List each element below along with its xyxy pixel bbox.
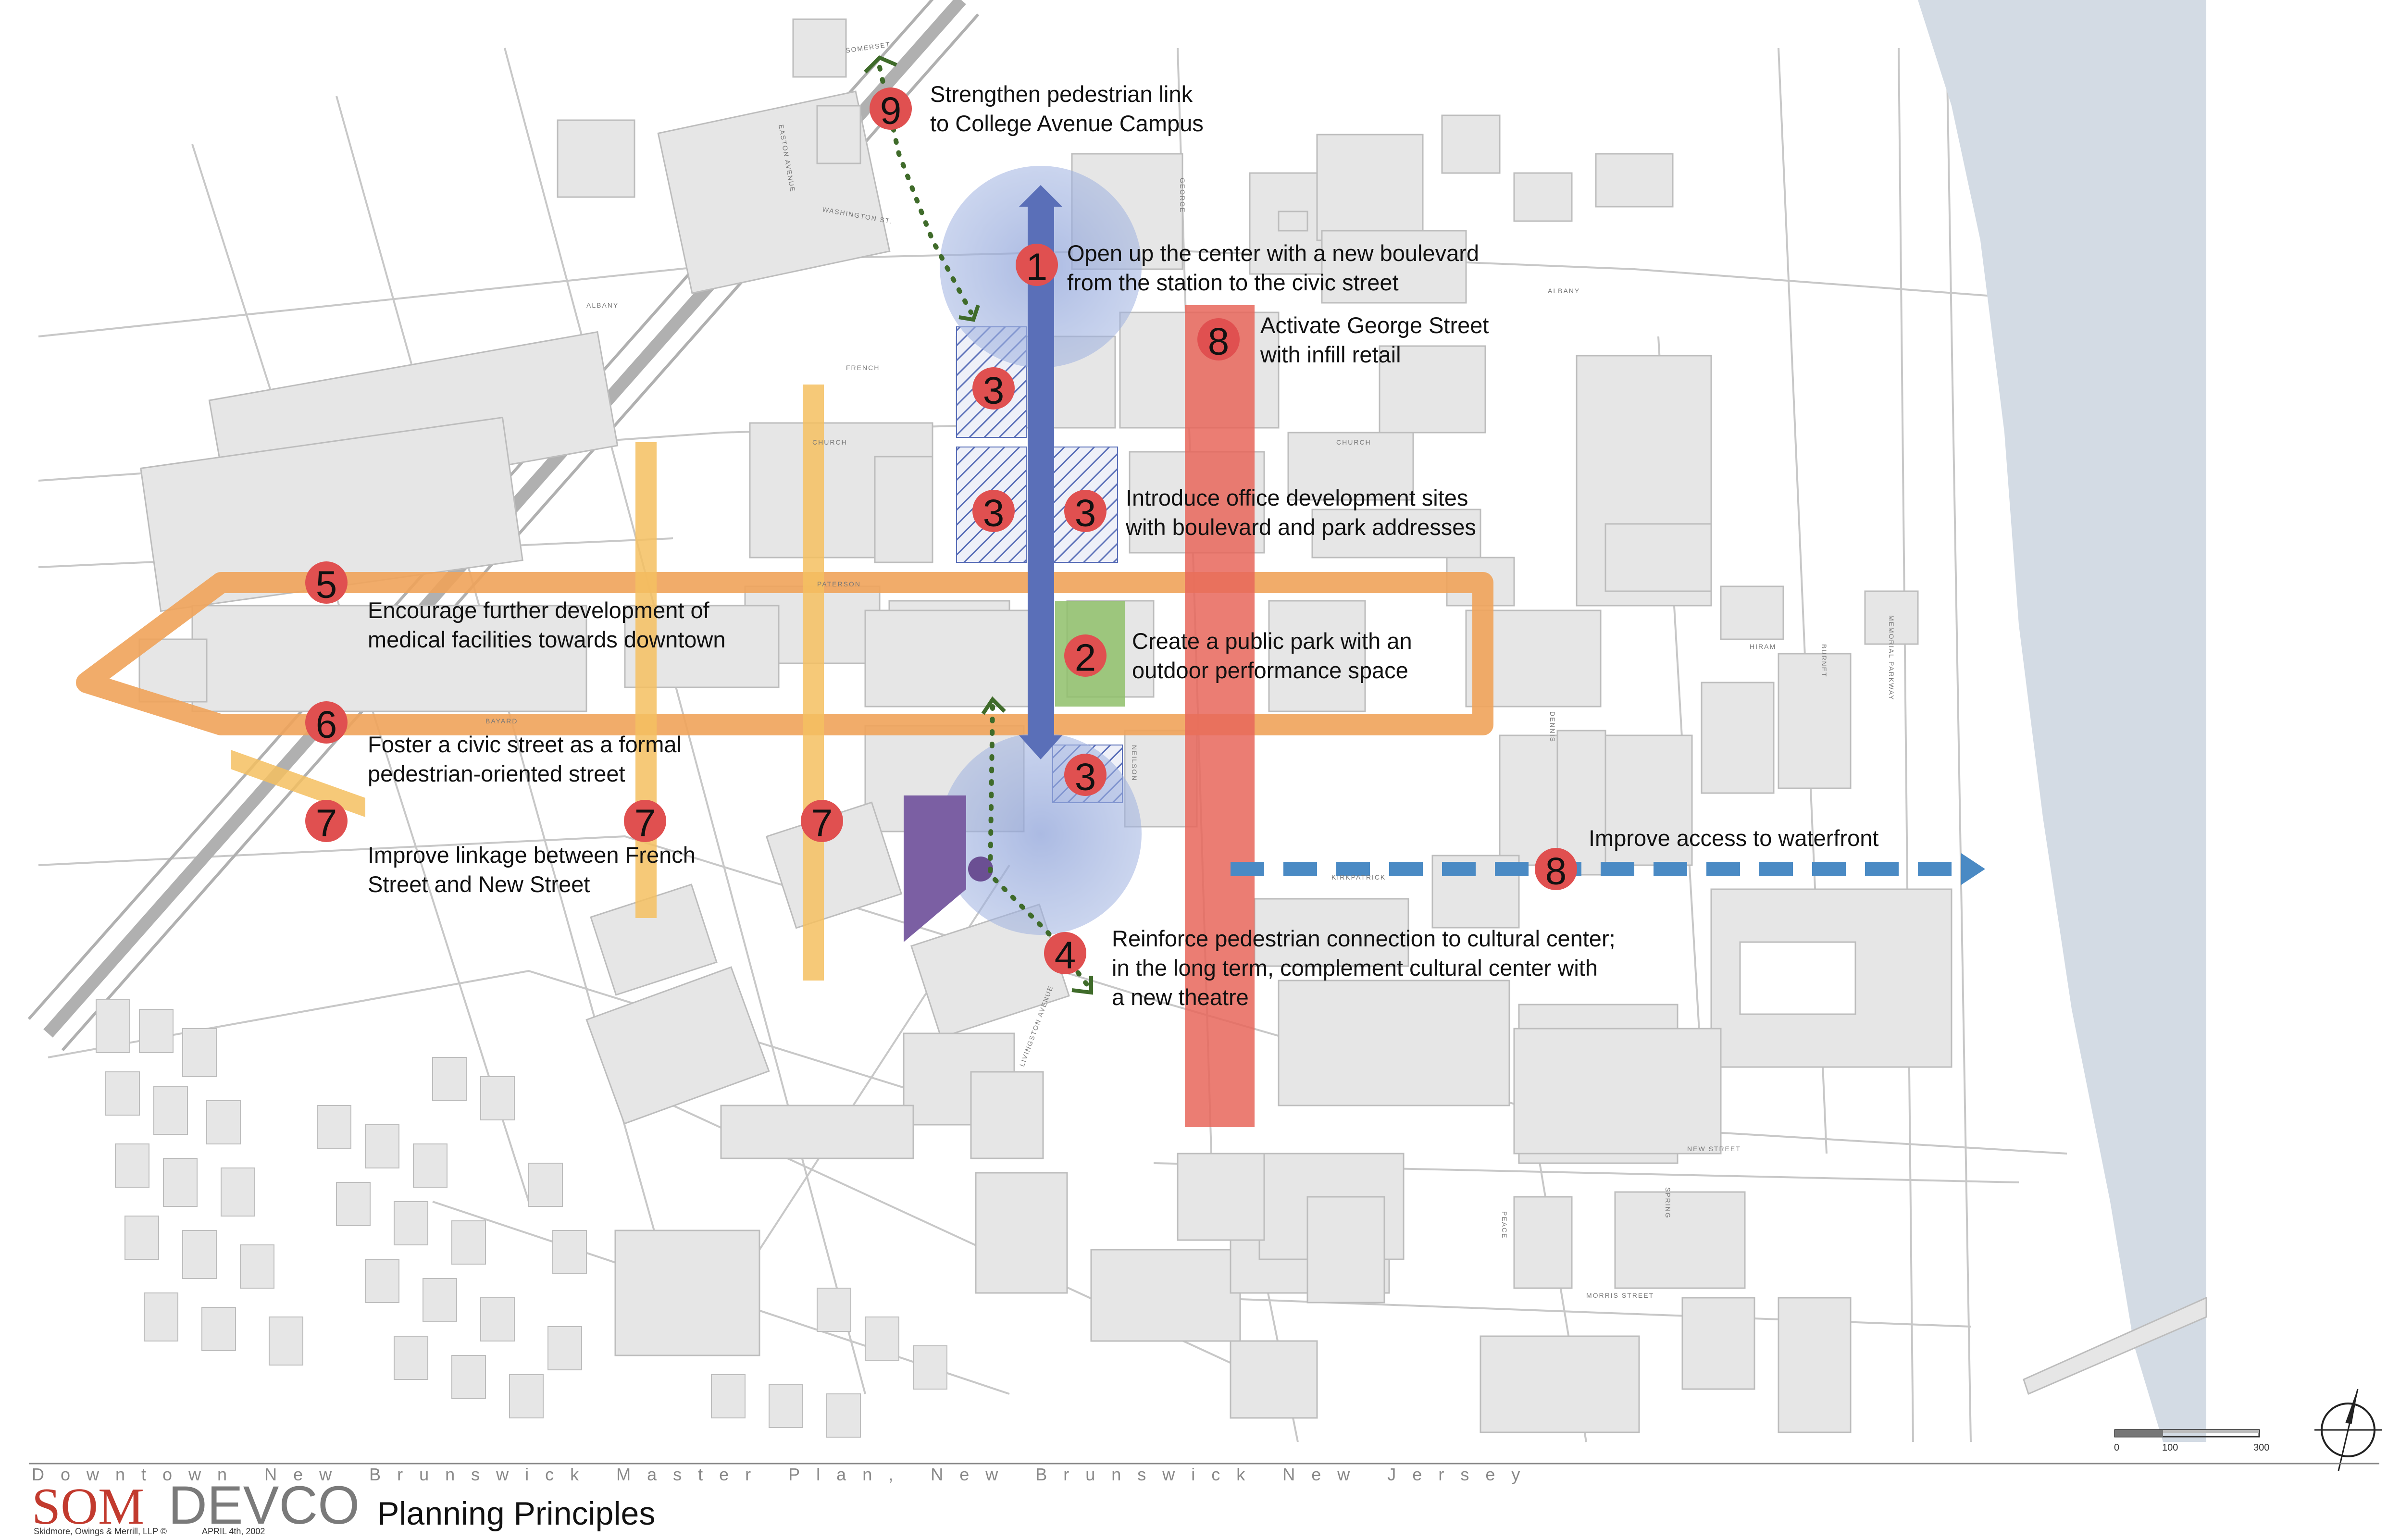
principle-markers: 1 2 3 3 3 3 4 5 6 7 7 7 8 8 9	[305, 87, 1577, 977]
marker-3a: 3	[972, 367, 1015, 412]
principle-3-line2: with boulevard and park addresses	[1125, 514, 1476, 540]
street-label-albany-w: ALBANY	[586, 301, 619, 309]
street-label-paterson: PATERSON	[817, 580, 861, 588]
principle-7-line2: Street and New Street	[368, 871, 590, 897]
street-label-kirkpatrick: KIRKPATRICK	[1331, 873, 1386, 881]
principle-9-line1: Strengthen pedestrian link	[930, 81, 1193, 107]
map-title: Downtown New Brunswick Master Plan, New …	[32, 1465, 1536, 1484]
pedestrian-arrowheads	[864, 55, 1093, 995]
svg-text:1: 1	[1026, 246, 1048, 288]
svg-text:7: 7	[811, 802, 833, 845]
marker-7a: 7	[305, 800, 348, 845]
svg-text:4: 4	[1055, 934, 1076, 977]
svg-text:7: 7	[634, 802, 656, 845]
street-label-burnet: BURNET	[1820, 644, 1828, 678]
principle-7-line1: Improve linkage between French	[368, 842, 696, 868]
boulevard-arrow	[1019, 185, 1062, 759]
principle-6-line2: pedestrian-oriented street	[368, 761, 625, 786]
street-label-dennis: DENNIS	[1549, 711, 1556, 743]
page-title: Planning Principles	[377, 1495, 655, 1532]
marker-9: 9	[870, 87, 912, 132]
credit-text: Skidmore, Owings & Merrill, LLP ©	[34, 1527, 167, 1536]
principle-8a-line1: Activate George Street	[1260, 312, 1489, 338]
principle-5-line1: Encourage further development of	[368, 597, 710, 623]
street-label-new-street: NEW STREET	[1687, 1145, 1741, 1153]
street-label-peace: PEACE	[1501, 1211, 1508, 1239]
svg-text:8: 8	[1545, 850, 1567, 893]
street-label-spring: SPRING	[1664, 1187, 1672, 1219]
street-label-albany-e: ALBANY	[1548, 287, 1580, 295]
civic-street-loop	[76, 572, 1493, 735]
principle-4-line3: a new theatre	[1112, 984, 1249, 1010]
principle-9-line2: to College Avenue Campus	[930, 111, 1204, 136]
devco-logo: DEVCO	[168, 1475, 360, 1535]
principle-8b-line1: Improve access to waterfront	[1589, 825, 1878, 851]
george-street-bar	[1185, 305, 1255, 1127]
svg-text:3: 3	[1075, 492, 1096, 534]
principle-3-line1: Introduce office development sites	[1126, 485, 1468, 510]
svg-text:3: 3	[983, 369, 1005, 412]
street-label-morris-street: MORRIS STREET	[1586, 1292, 1654, 1299]
marker-4: 4	[1044, 932, 1086, 977]
street-label-memorial: MEMORIAL PARKWAY	[1888, 615, 1895, 700]
north-arrow-icon	[2314, 1389, 2382, 1471]
residential-lots	[96, 999, 947, 1438]
svg-text:2: 2	[1075, 636, 1096, 679]
svg-text:8: 8	[1208, 320, 1230, 363]
principle-4-line1: Reinforce pedestrian connection to cultu…	[1112, 926, 1616, 951]
scale-label-0: 0	[2114, 1442, 2119, 1453]
marker-1: 1	[1016, 244, 1058, 288]
scale-bar: 0 100 300	[2114, 1429, 2269, 1453]
raritan-river	[1918, 0, 2206, 1442]
svg-text:9: 9	[880, 89, 902, 132]
theatre-point	[968, 857, 993, 882]
marker-7b: 7	[624, 800, 666, 845]
svg-text:5: 5	[316, 563, 337, 606]
marker-8a: 8	[1197, 318, 1240, 363]
principle-8a-line2: with infill retail	[1260, 342, 1401, 367]
marker-6: 6	[305, 701, 348, 746]
marker-3d: 3	[1064, 754, 1107, 798]
principle-4-line2: in the long term, complement cultural ce…	[1112, 955, 1598, 981]
som-logo: SOM	[32, 1478, 144, 1535]
street-label-george: GEORGE	[1179, 178, 1186, 213]
street-label-hiram: HIRAM	[1750, 643, 1776, 650]
street-label-church-e: CHURCH	[1336, 438, 1371, 446]
principle-1-line2: from the station to the civic street	[1067, 270, 1399, 295]
svg-text:6: 6	[316, 703, 337, 746]
cultural-circle	[940, 733, 1142, 935]
principle-labels: Strengthen pedestrian link to College Av…	[368, 81, 1878, 1010]
scale-label-100: 100	[2162, 1442, 2178, 1453]
scale-label-300: 300	[2253, 1442, 2269, 1453]
svg-text:3: 3	[1075, 756, 1096, 798]
marker-3c: 3	[1064, 490, 1107, 534]
bridge	[2023, 1296, 2207, 1395]
principle-1-line1: Open up the center with a new boulevard	[1067, 240, 1479, 266]
principle-2-line1: Create a public park with an	[1132, 628, 1412, 654]
marker-2: 2	[1064, 634, 1107, 679]
marker-8b: 8	[1535, 848, 1577, 893]
principle-5-line2: medical facilities towards downtown	[368, 627, 726, 652]
svg-text:3: 3	[983, 492, 1005, 534]
marker-7c: 7	[801, 800, 843, 845]
street-label-church: CHURCH	[812, 438, 847, 446]
marker-5: 5	[305, 561, 348, 606]
street-label-bayard: BAYARD	[485, 717, 518, 725]
principle-2-line2: outdoor performance space	[1132, 658, 1408, 683]
date-text: APRIL 4th, 2002	[202, 1527, 265, 1536]
street-label-french: FRENCH	[846, 364, 880, 372]
principle-6-line1: Foster a civic street as a formal	[368, 732, 682, 757]
waterfront-arrow	[1231, 853, 1985, 885]
marker-3b: 3	[972, 490, 1015, 534]
svg-text:7: 7	[316, 802, 337, 845]
new-theatre	[904, 795, 966, 942]
street-label-neilson: NEILSON	[1131, 745, 1138, 781]
